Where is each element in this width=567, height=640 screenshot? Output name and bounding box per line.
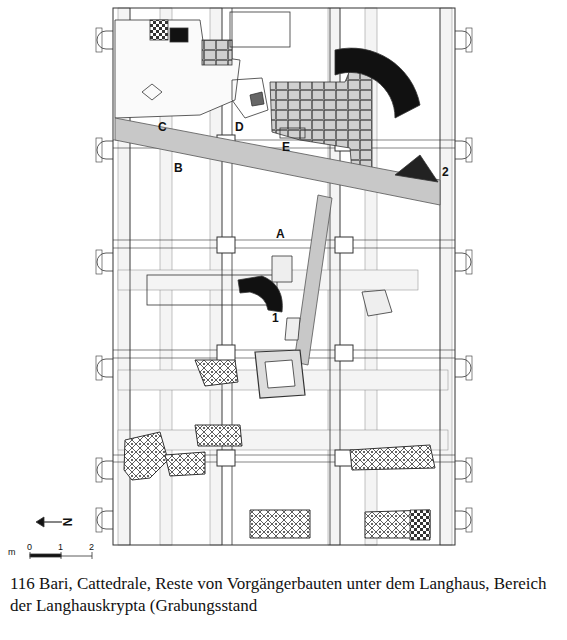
callout-number: 2 bbox=[442, 166, 449, 178]
plan-letter: E bbox=[282, 141, 290, 153]
figure-caption: 116 Bari, Cattedrale, Reste von Vorgänge… bbox=[10, 573, 558, 617]
scale-number: 1 bbox=[58, 543, 63, 552]
plan-letter: B bbox=[174, 162, 183, 174]
plan-letter: C bbox=[158, 121, 167, 133]
north-sign: N bbox=[62, 518, 74, 527]
scale-unit: m bbox=[8, 548, 16, 557]
scale-number: 0 bbox=[27, 543, 32, 552]
scale-number: 2 bbox=[89, 543, 94, 552]
plan-letter: A bbox=[276, 228, 285, 240]
callout-number: 1 bbox=[272, 312, 279, 324]
plan-letter: D bbox=[235, 121, 244, 133]
